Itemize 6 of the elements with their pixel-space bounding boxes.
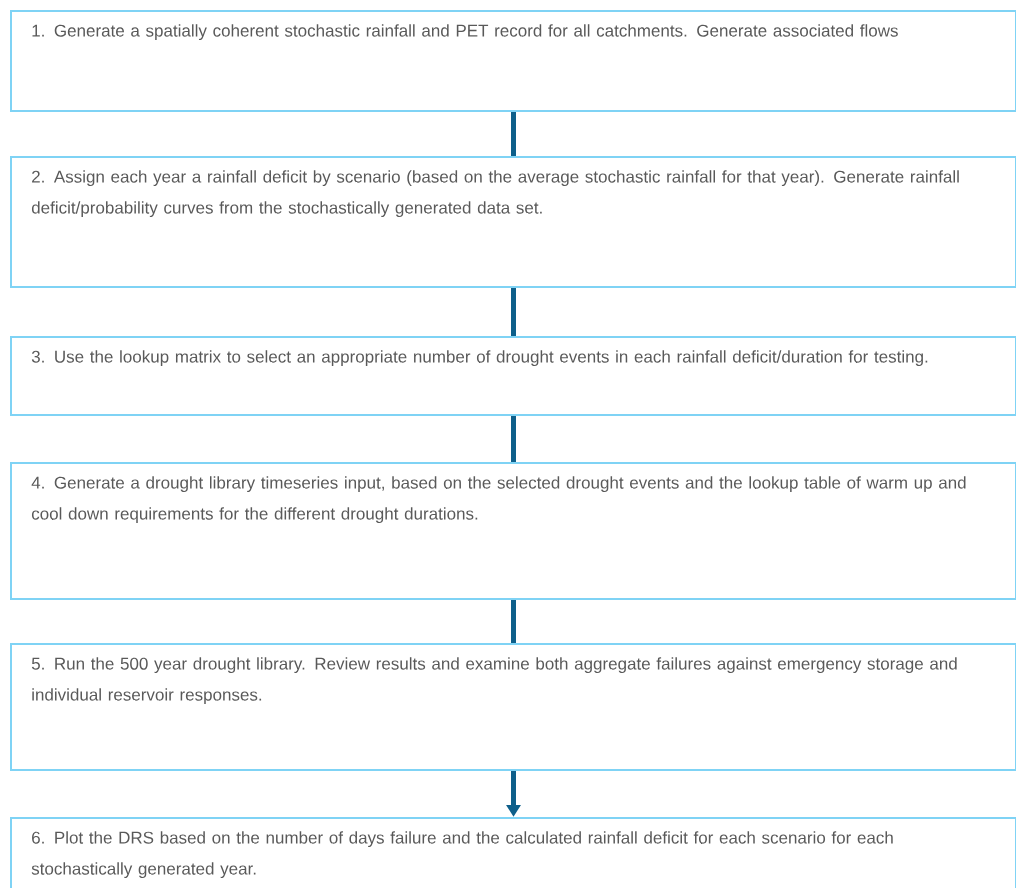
- step-box: 2. Assign each year a rainfall deficit by scenario (based on the average stochastic rainfall for that year). Generate rainfall deficit/probability curves from the stochastically generated data set.: [10, 156, 1016, 288]
- step-box: 4. Generate a drought library timeseries input, based on the selected drought events and the lookup table of warm up and cool down requirements for the different drought durations.: [10, 462, 1016, 600]
- step-box: 1. Generate a spatially coherent stochastic rainfall and PET record for all catchments. Generate associated flows: [10, 10, 1016, 112]
- step-box: 6. Plot the DRS based on the number of days failure and the calculated rainfall deficit for each scenario for each stochastically generated year.: [10, 817, 1016, 888]
- step-box: 5. Run the 500 year drought library. Review results and examine both aggregate failures against emergency storage and individual reservoir responses.: [10, 643, 1016, 771]
- step-box: 3. Use the lookup matrix to select an appropriate number of drought events in each rainfall deficit/duration for testing.: [10, 336, 1016, 416]
